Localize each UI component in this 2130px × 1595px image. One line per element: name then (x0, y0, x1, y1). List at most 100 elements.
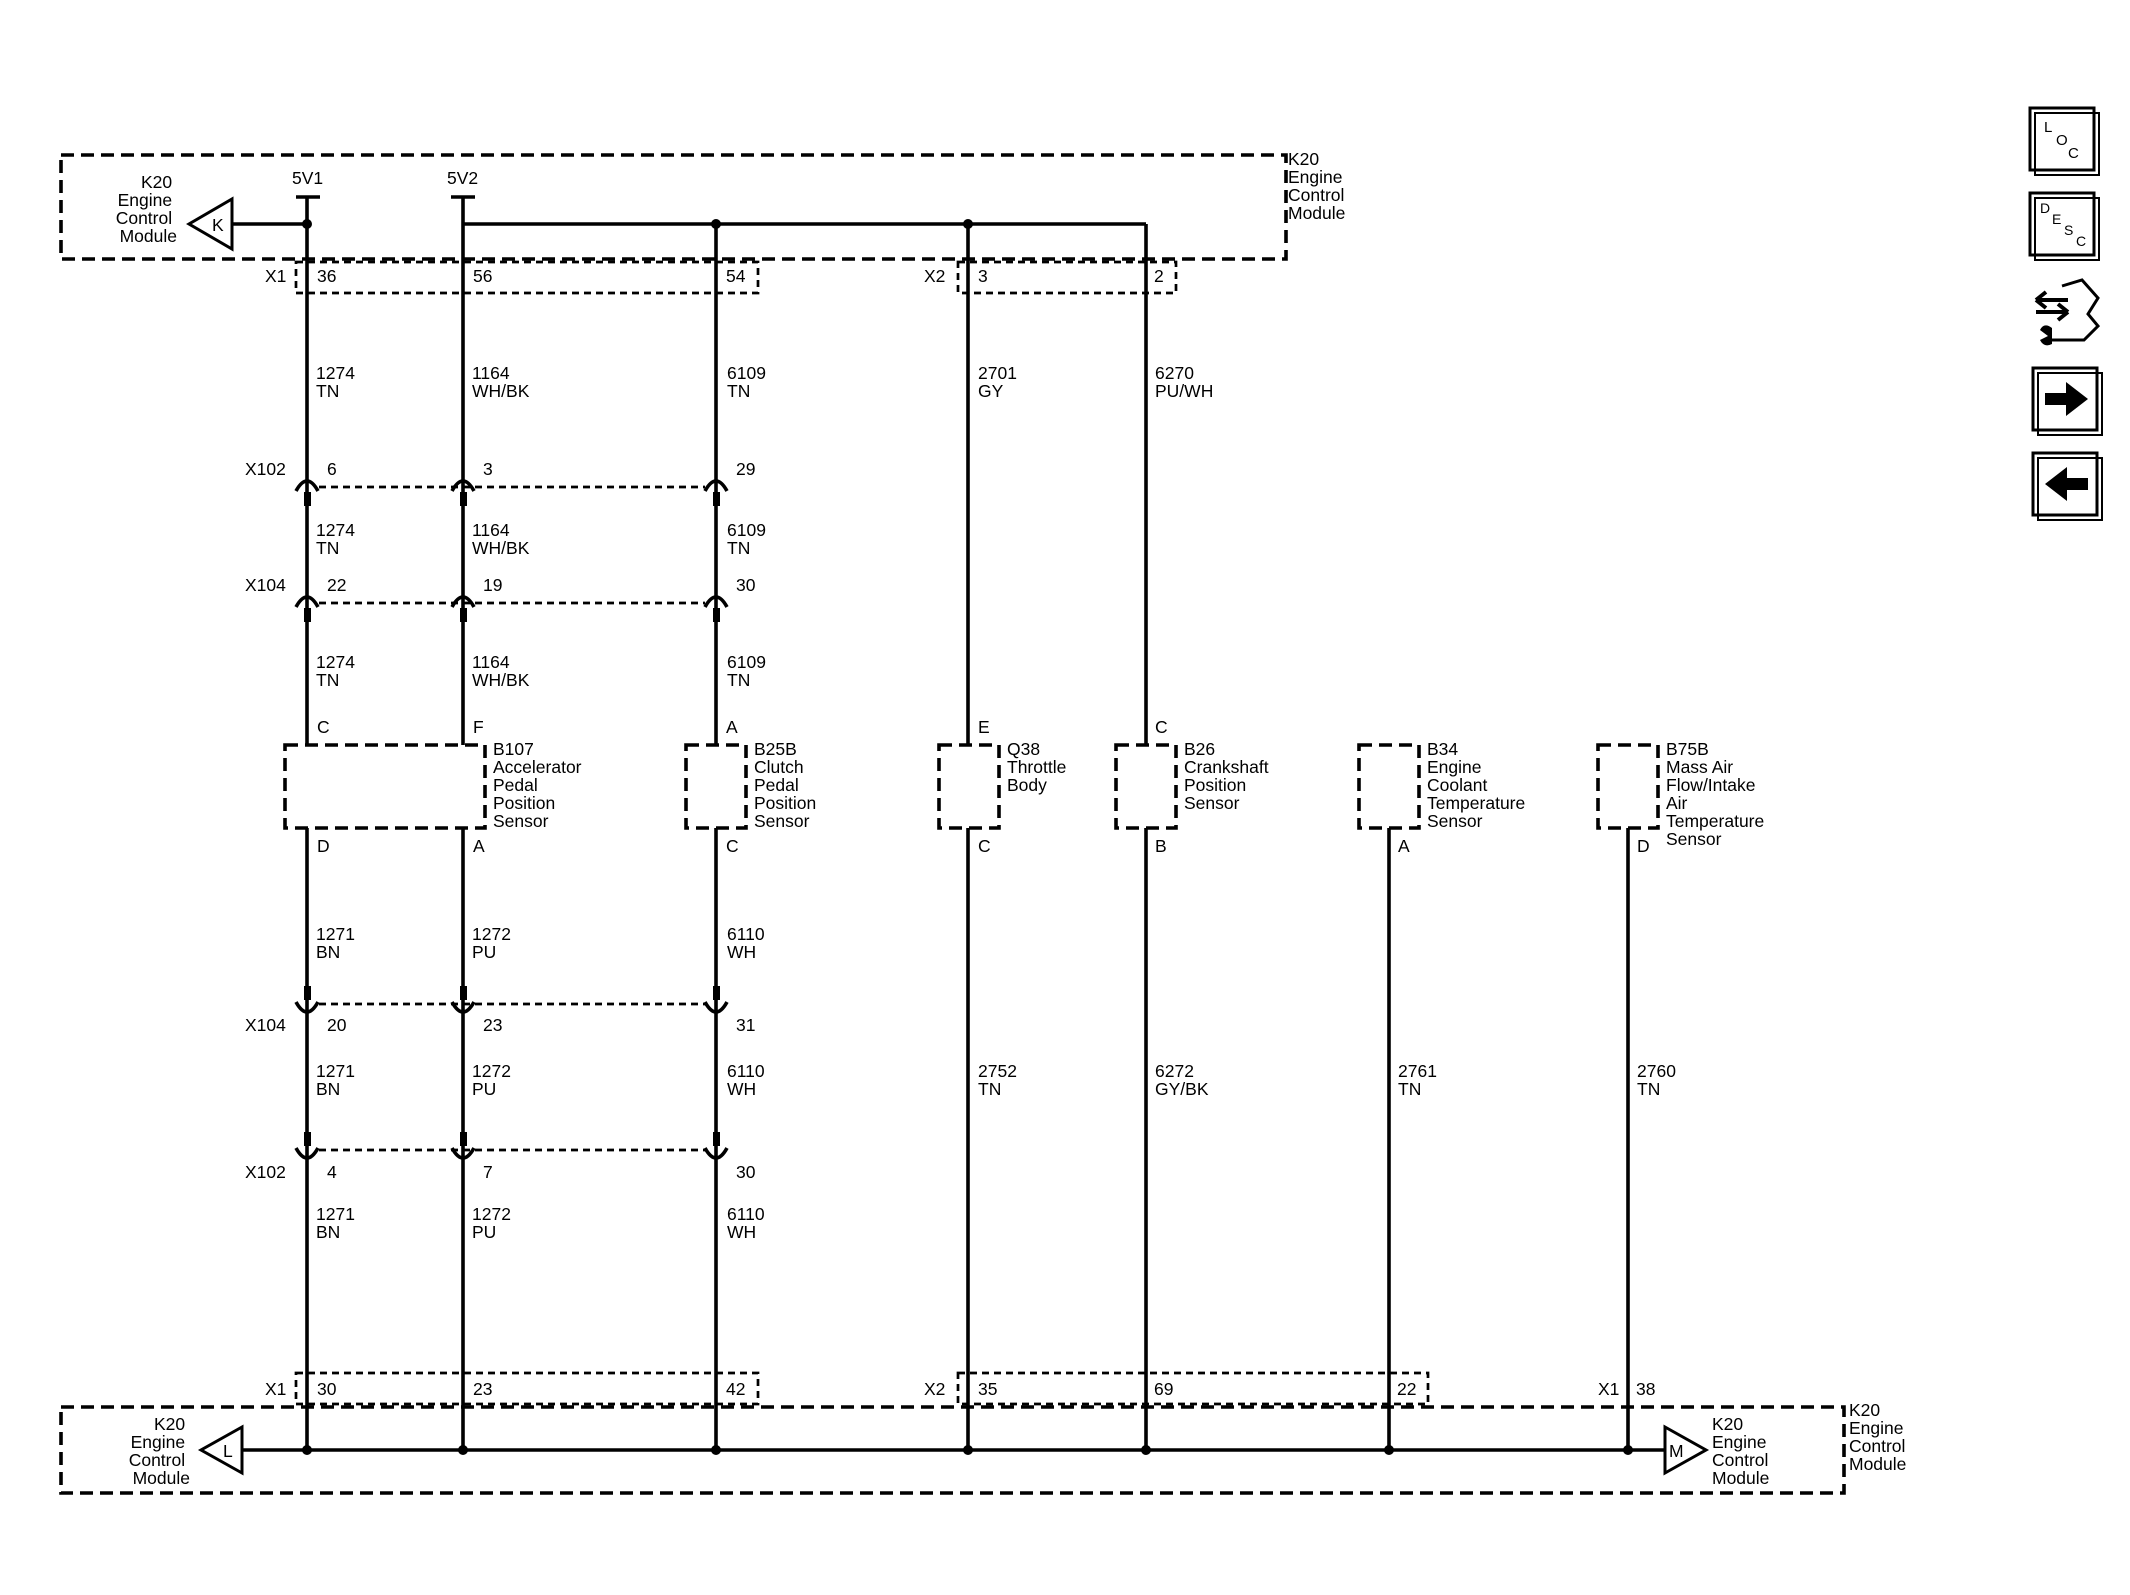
connector-x2-bottom: X2 (924, 1379, 945, 1399)
pin-letter: C (1155, 717, 1168, 737)
connector-tool-icon[interactable] (2034, 278, 2101, 346)
connector-x102-upper: X102 (245, 459, 286, 479)
offpage-l-arrow[interactable] (197, 1424, 244, 1476)
pin-number: 30 (736, 1162, 756, 1182)
component-label-b107: B107 Accelerator Pedal Position Sensor (493, 739, 586, 831)
arrow-right-icon (2045, 382, 2088, 416)
component-q38[interactable] (937, 743, 1001, 830)
pin-number: 6 (327, 459, 337, 479)
component-label-b26: B26 Crankshaft Position Sensor (1184, 739, 1274, 813)
pin-letter: D (1637, 836, 1650, 856)
junction-dot (1384, 1445, 1394, 1455)
pin-letter: F (473, 717, 484, 737)
loc-letter: C (2068, 145, 2079, 162)
junction-dot (1623, 1445, 1633, 1455)
junction-dot (302, 219, 312, 229)
junction-dot (963, 1445, 973, 1455)
pin-number: 7 (483, 1162, 493, 1182)
offpage-k-label: K (212, 215, 224, 235)
component-b26[interactable] (1114, 743, 1178, 830)
pin-letter: C (726, 836, 739, 856)
connector-x2-bottom-shell (956, 1371, 1430, 1406)
supply-5v2-label: 5V2 (447, 168, 478, 188)
prev-arrow-button[interactable] (2031, 451, 2103, 521)
arrow-left-icon (2045, 467, 2088, 501)
pin-number: 31 (736, 1015, 755, 1035)
loc-letter: O (2056, 132, 2068, 149)
inline-connector-x104-upper (294, 595, 729, 622)
pin-number: 30 (317, 1379, 337, 1399)
offpage-m-arrow[interactable] (1663, 1424, 1710, 1476)
connector-x2-top-shell (956, 260, 1178, 295)
desc-button[interactable]: D E S C (2028, 191, 2100, 261)
pin-letter: A (1398, 836, 1410, 856)
junction-dot (963, 219, 973, 229)
pin-number: 36 (317, 266, 336, 286)
component-label-q38: Q38 Throttle Body (1007, 739, 1071, 795)
component-b34[interactable] (1357, 743, 1421, 830)
pin-number: 42 (726, 1379, 745, 1399)
pin-number: 4 (327, 1162, 337, 1182)
connector-x104-lower: X104 (245, 1015, 286, 1035)
component-b75b[interactable] (1596, 743, 1660, 830)
component-b107[interactable] (283, 743, 487, 830)
connector-x1-top-shell (294, 260, 760, 295)
next-arrow-button[interactable] (2031, 366, 2103, 436)
module-label-bottom-right: K20 Engine Control Module (1849, 1400, 1910, 1474)
module-label-bottom-left: K20 Engine Control Module (129, 1414, 190, 1488)
pin-letter: D (317, 836, 330, 856)
desc-letter: E (2052, 211, 2061, 227)
desc-letter: S (2064, 222, 2073, 238)
pin-number: 19 (483, 575, 502, 595)
desc-letter: C (2076, 233, 2086, 249)
junction-dot (711, 1445, 721, 1455)
pin-number: 2 (1154, 266, 1164, 286)
pin-number: 29 (736, 459, 755, 479)
component-b25b[interactable] (684, 743, 748, 830)
component-label-b34: B34 Engine Coolant Temperature Sensor (1427, 739, 1530, 831)
pin-letter: A (726, 717, 738, 737)
junction-dot (711, 219, 721, 229)
pin-letter: C (317, 717, 330, 737)
connector-x1-top: X1 (265, 266, 286, 286)
pin-number: 38 (1636, 1379, 1655, 1399)
pin-number: 22 (327, 575, 346, 595)
component-label-b25b: B25B Clutch Pedal Position Sensor (754, 739, 821, 831)
loc-button[interactable]: L O C (2028, 106, 2100, 176)
pin-letter: A (473, 836, 485, 856)
pin-number: 22 (1397, 1379, 1416, 1399)
inline-connector-x102-upper (294, 479, 729, 506)
inline-connector-x104-lower (294, 986, 729, 1014)
pin-number: 23 (483, 1015, 502, 1035)
desc-letter: D (2040, 200, 2050, 216)
ecm-bottom-box (59, 1405, 1846, 1495)
pin-letter: E (978, 717, 990, 737)
module-label-top-right: K20 Engine Control Module (1288, 149, 1349, 223)
connector-x1-bottom-right: X1 (1598, 1379, 1619, 1399)
connector-x2-top: X2 (924, 266, 945, 286)
offpage-l-label: L (223, 1441, 233, 1461)
junction-dot (302, 1445, 312, 1455)
pin-number: 56 (473, 266, 492, 286)
pin-number: 20 (327, 1015, 347, 1035)
loc-letter: L (2044, 119, 2052, 136)
pin-number: 3 (978, 266, 988, 286)
offpage-k-arrow[interactable] (186, 196, 234, 252)
